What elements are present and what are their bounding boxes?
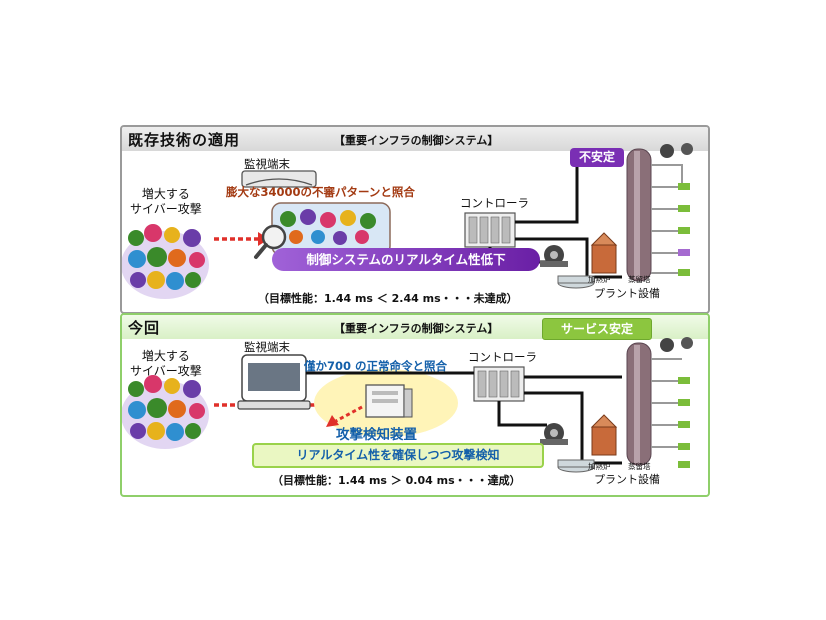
pattern-box — [271, 202, 391, 256]
controller-icon — [473, 366, 525, 402]
proposed-monitor-label: 監視端末 — [244, 340, 290, 354]
virus-icon — [128, 375, 205, 441]
attack-arrow — [214, 232, 269, 246]
existing-heading: 既存技術の適用 — [128, 131, 241, 149]
pattern-label: 膨大な34000の不審パターンと照合 — [226, 185, 415, 199]
existing-monitor-label: 監視端末 — [244, 157, 290, 171]
existing-controller-label: コントローラ — [460, 196, 529, 210]
control-lines — [306, 371, 622, 465]
existing-system-title: 【重要インフラの制御システム】 — [334, 134, 499, 147]
existing-heater-label: 加熱炉 — [588, 275, 611, 284]
proposed-system-title: 【重要インフラの制御システム】 — [334, 322, 499, 335]
proposed-heater-label: 加熱炉 — [588, 462, 611, 471]
proposed-attack-label: 増大する サイバー攻撃 — [130, 349, 202, 379]
pump-icon — [540, 423, 568, 445]
magnifier-icon — [254, 224, 287, 259]
existing-technology-panel: 既存技術の適用 【重要インフラの制御システム】 不安定 増大する サイバー攻撃 … — [120, 125, 710, 314]
service-stable-badge: サービス安定 — [542, 318, 652, 340]
realtime-detection-banner: リアルタイム性を確保しつつ攻撃検知 — [252, 443, 544, 468]
distillation-tower-icon — [626, 143, 693, 282]
attack-detector-device-icon — [365, 384, 413, 418]
existing-header-bar — [122, 127, 708, 151]
monitor-terminal-icon — [237, 354, 311, 410]
attack-cluster — [122, 224, 209, 299]
existing-attack-label: 増大する サイバー攻撃 — [130, 187, 202, 217]
proposed-controller-label: コントローラ — [468, 350, 537, 364]
existing-performance: （目標性能：1.44 ms ＜ 2.44 ms・・・未達成） — [258, 292, 518, 305]
pump-icon — [540, 245, 568, 267]
proposed-heading: 今回 — [128, 319, 161, 337]
proposed-performance: （目標性能：1.44 ms ＞ 0.04 ms・・・達成） — [272, 474, 521, 487]
proposed-tower-label: 蒸留塔 — [628, 462, 651, 471]
normal-command-label: 僅か700 の正常命令と照合 — [304, 359, 448, 373]
attack-cluster — [122, 375, 209, 449]
attack-detector-label: 攻撃検知装置 — [336, 427, 417, 443]
proposed-plant-label: プラント設備 — [594, 473, 660, 486]
attack-label-line1: 増大する — [141, 187, 190, 201]
existing-diagram-graphics — [122, 143, 693, 299]
attack-label-line2: サイバー攻撃 — [130, 202, 202, 216]
distillation-tower-icon — [626, 337, 693, 468]
attack-label-line1: 増大する — [141, 349, 190, 363]
detection-arrow — [326, 405, 363, 427]
existing-tower-label: 蒸留塔 — [628, 275, 651, 284]
heating-furnace-icon — [590, 232, 618, 274]
controller-icon — [464, 212, 516, 248]
tank-icon — [557, 459, 595, 473]
virus-icon — [128, 224, 205, 290]
proposed-diagram-graphics — [122, 337, 693, 473]
proposed-technology-panel: 今回 【重要インフラの制御システム】 サービス安定 増大する サイバー攻撃 監視… — [120, 313, 710, 497]
virus-icon — [280, 209, 376, 245]
tank-icon — [557, 275, 595, 289]
attack-label-line2: サイバー攻撃 — [130, 364, 202, 378]
unstable-badge: 不安定 — [570, 148, 624, 167]
existing-plant-label: プラント設備 — [594, 287, 660, 300]
heating-furnace-icon — [590, 414, 618, 456]
monitor-terminal-icon — [241, 170, 317, 188]
realtime-degradation-banner: 制御システムのリアルタイム性低下 — [272, 248, 540, 271]
